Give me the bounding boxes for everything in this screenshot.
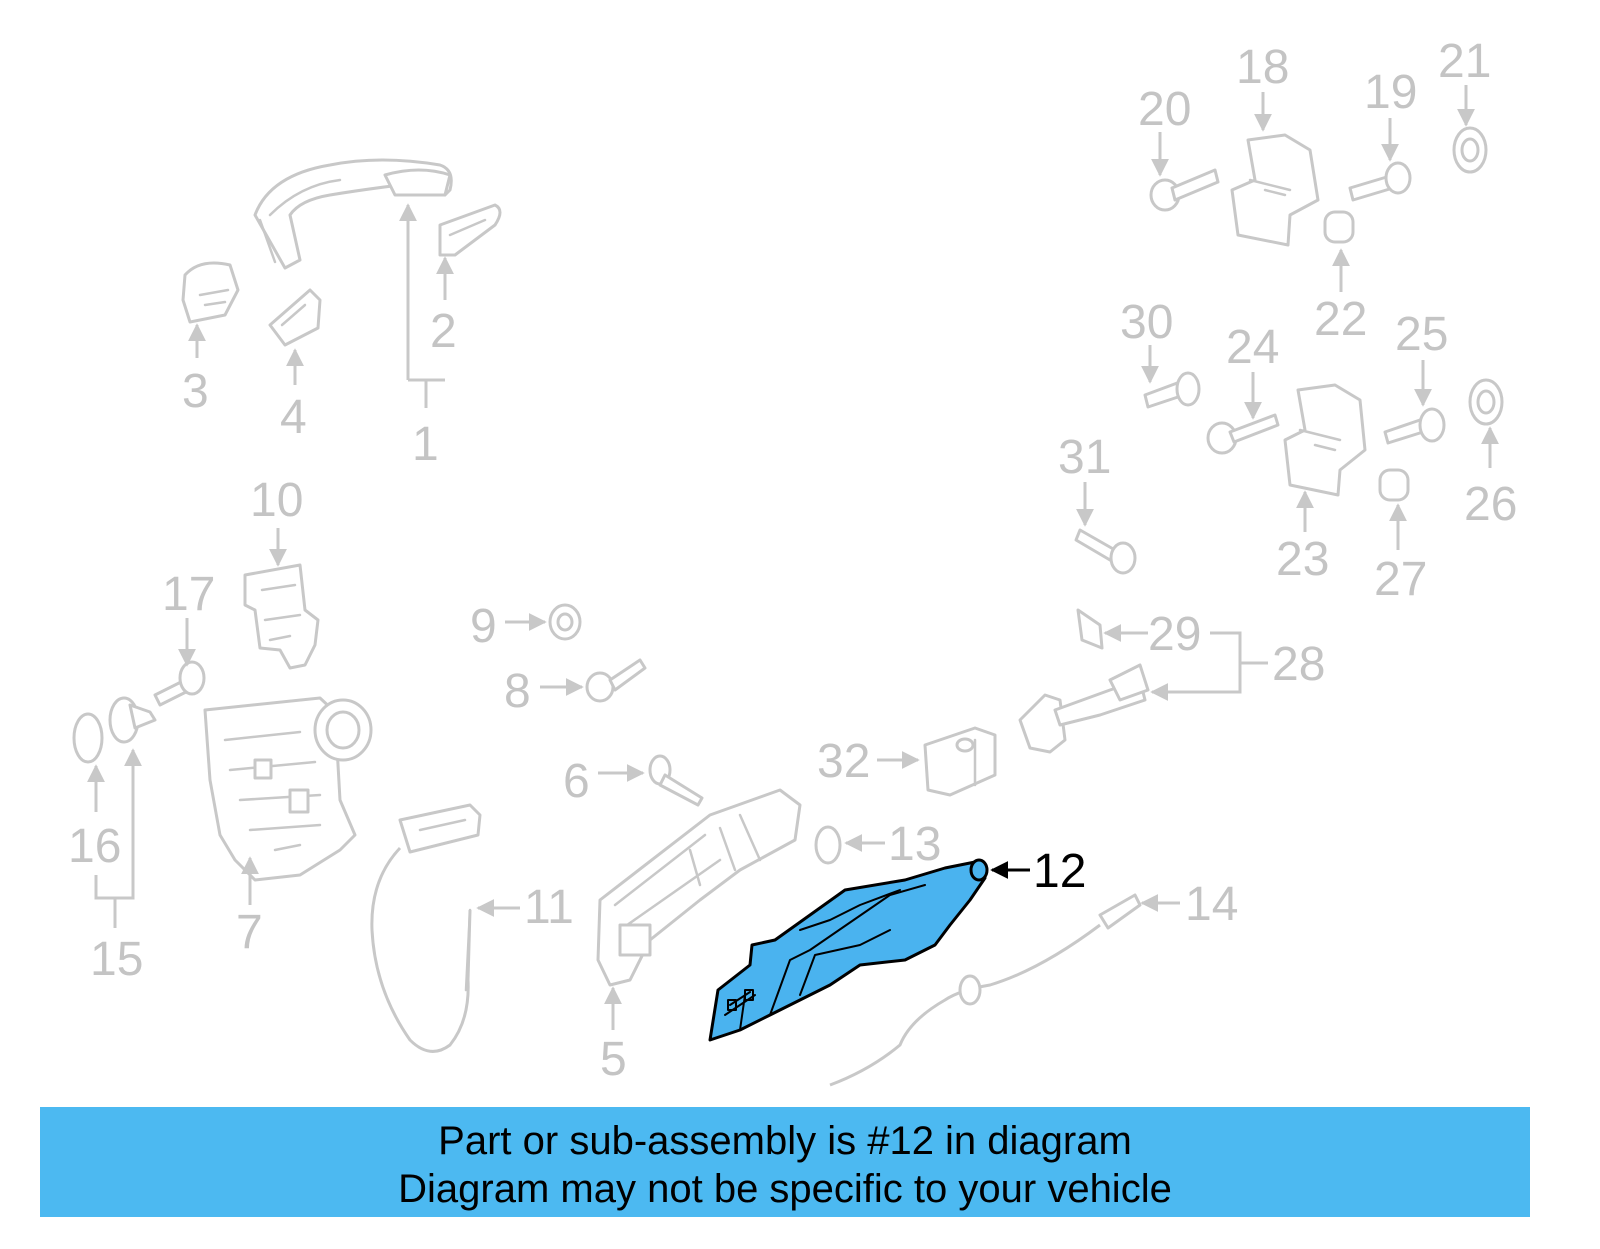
part-12-inside-handle — [708, 858, 989, 1042]
part-6-bolt — [648, 754, 704, 807]
part-7-latch — [203, 696, 373, 882]
callout-5: 5 — [600, 1033, 627, 1086]
callout-23: 23 — [1276, 533, 1329, 586]
part-5-handle-bracket — [596, 788, 802, 987]
callout-30: 30 — [1120, 296, 1173, 349]
part-8-bolt — [585, 658, 647, 703]
info-banner: Part or sub-assembly is #12 in diagram D… — [40, 1107, 1530, 1217]
part-22-bushing — [1323, 210, 1355, 244]
part-31-bolt — [1074, 528, 1137, 575]
callout-28: 28 — [1272, 638, 1325, 691]
banner-line-part: Part or sub-assembly is #12 in diagram — [438, 1119, 1132, 1163]
part-15-striker — [108, 696, 157, 744]
part-26-bushing — [1468, 378, 1504, 426]
callout-22: 22 — [1314, 293, 1367, 346]
callout-18: 18 — [1236, 41, 1289, 94]
callout-16: 16 — [68, 820, 121, 873]
callout-20: 20 — [1138, 83, 1191, 136]
callout-12: 12 — [1033, 845, 1086, 898]
part-21-bushing — [1452, 126, 1488, 174]
callout-19: 19 — [1364, 66, 1417, 119]
callout-3: 3 — [182, 365, 209, 418]
callout-1: 1 — [412, 418, 439, 471]
part-9-grommet — [548, 603, 582, 641]
banner-line-disclaimer: Diagram may not be specific to your vehi… — [398, 1167, 1172, 1211]
part-30-bolt — [1143, 371, 1201, 409]
callout-14: 14 — [1185, 878, 1238, 931]
part-28-check-strap — [1018, 663, 1150, 754]
callout-15: 15 — [90, 933, 143, 986]
part-4-gasket — [268, 288, 322, 347]
callout-10: 10 — [250, 474, 303, 527]
callout-13: 13 — [888, 818, 941, 871]
part-18-hinge — [1230, 133, 1320, 247]
callout-8: 8 — [504, 665, 531, 718]
part-13-washer — [814, 825, 842, 865]
part-20-bolt — [1149, 168, 1220, 212]
part-24-bolt — [1206, 413, 1280, 455]
callout-11: 11 — [524, 881, 574, 934]
part-3-cover — [181, 261, 240, 324]
part-1-outside-handle — [253, 158, 453, 270]
part-17-bolt — [153, 660, 206, 707]
callout-25: 25 — [1395, 308, 1448, 361]
part-29-gasket — [1076, 608, 1104, 650]
part-19-bolt — [1348, 161, 1412, 202]
part-25-bolt — [1383, 407, 1446, 445]
callout-21: 21 — [1438, 35, 1491, 88]
part-23-hinge — [1283, 383, 1367, 497]
part-10-bracket — [243, 563, 320, 670]
part-27-bushing — [1378, 468, 1410, 502]
part-11-cable — [370, 803, 482, 1053]
callout-27: 27 — [1374, 553, 1427, 606]
callout-labels: 1 2 3 4 5 6 7 8 9 10 11 12 13 14 15 16 1… — [68, 35, 1517, 1086]
part-32-bumper — [923, 726, 997, 797]
callout-7: 7 — [236, 906, 263, 959]
part-2-handle-gasket — [438, 203, 502, 257]
callout-17: 17 — [162, 568, 215, 621]
callout-29: 29 — [1148, 608, 1201, 661]
part-16-gasket — [72, 712, 104, 764]
callout-6: 6 — [563, 755, 590, 808]
callout-31: 31 — [1058, 431, 1111, 484]
callout-4: 4 — [280, 391, 307, 444]
callout-2: 2 — [430, 305, 457, 358]
callout-26: 26 — [1464, 478, 1517, 531]
callout-32: 32 — [817, 735, 870, 788]
leader-lines — [87, 85, 1499, 1030]
callout-24: 24 — [1226, 321, 1279, 374]
part-14-cable — [829, 893, 1142, 1087]
callout-9: 9 — [470, 600, 497, 653]
